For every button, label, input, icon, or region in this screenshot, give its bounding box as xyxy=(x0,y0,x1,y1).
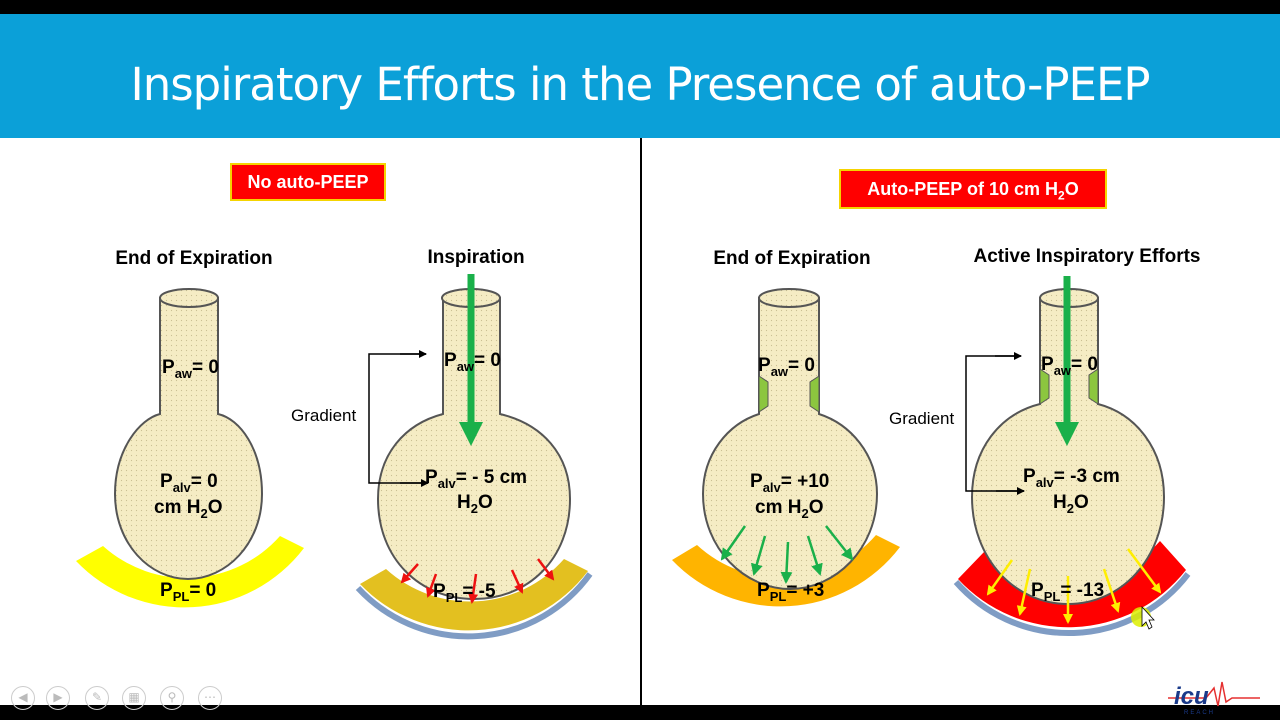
label-palv: Palv= - 5 cm xyxy=(425,467,527,491)
label-ppl: PPL= 0 xyxy=(160,580,216,604)
inflow-arrowhead xyxy=(1055,422,1079,446)
svg-text:REACH: REACH xyxy=(1184,710,1215,716)
pleural-arrows xyxy=(400,558,555,604)
gradient-bracket xyxy=(965,355,1024,492)
pen-icon[interactable]: ✎ xyxy=(85,686,109,710)
label-ppl: PPL= -13 xyxy=(1031,580,1104,604)
label-ppl: PPL= +3 xyxy=(757,580,824,604)
badge-auto-peep-10: Auto-PEEP of 10 cm H2O xyxy=(839,169,1107,209)
label-palv: Palv= -3 cm xyxy=(1023,466,1120,490)
inflow-arrowhead xyxy=(459,422,483,446)
airway-opening xyxy=(159,288,219,308)
diagram-svg: End of Expiration Paw= 0 Palv= 0 cm H2O … xyxy=(76,138,1201,705)
label-palv-unit: cm H2O xyxy=(154,497,222,521)
svg-text:icu: icu xyxy=(1174,683,1209,710)
zoom-icon[interactable]: ⚲ xyxy=(160,686,184,710)
label-palv-unit: H2O xyxy=(1053,492,1089,516)
airway-narrowing-right xyxy=(809,375,820,413)
label-palv-unit: H2O xyxy=(457,492,493,516)
lung-no-peep-expiration xyxy=(76,288,304,608)
badge-no-auto-peep: No auto-PEEP xyxy=(230,163,386,201)
heading-end-expiration-right: End of Expiration xyxy=(713,248,870,269)
chest-wall xyxy=(953,572,1191,637)
slide-title: Inspiratory Efforts in the Presence of a… xyxy=(130,58,1150,111)
alveolus xyxy=(113,297,264,581)
airway-narrowing-left xyxy=(1039,368,1050,405)
airway-opening xyxy=(758,288,820,308)
icu-reach-logo: icu REACH xyxy=(1168,681,1260,716)
pleura-band xyxy=(76,536,304,608)
slide: Inspiratory Efforts in the Presence of a… xyxy=(0,14,1280,716)
airway-narrowing-left xyxy=(758,375,769,413)
label-paw: Paw= 0 xyxy=(444,350,501,374)
alveolus xyxy=(701,297,879,591)
lung-peep-expiration xyxy=(672,288,900,607)
next-icon[interactable]: ▶ xyxy=(46,686,70,710)
label-ppl: PPL= -5 xyxy=(433,581,496,605)
chest-wall xyxy=(355,572,593,640)
lung-peep-active-inspiration xyxy=(953,276,1191,637)
label-palv: Palv= 0 xyxy=(160,471,218,495)
pleural-arrows xyxy=(986,548,1162,624)
prev-icon[interactable]: ◀ xyxy=(11,686,35,710)
label-paw: Paw= 0 xyxy=(1041,354,1098,378)
pleura-band xyxy=(672,535,900,607)
more-icon[interactable]: ⋯ xyxy=(198,686,222,710)
label-gradient-right: Gradient xyxy=(889,409,954,428)
heading-active-inspiratory-efforts: Active Inspiratory Efforts xyxy=(974,246,1201,267)
label-gradient-left: Gradient xyxy=(291,406,356,425)
label-paw: Paw= 0 xyxy=(162,357,219,381)
title-bar: Inspiratory Efforts in the Presence of a… xyxy=(0,14,1280,138)
label-palv-unit: cm H2O xyxy=(755,497,823,521)
lung-no-peep-inspiration xyxy=(355,274,593,640)
label-paw: Paw= 0 xyxy=(758,355,815,379)
label-palv: Palv= +10 xyxy=(750,471,829,495)
heading-end-expiration-left: End of Expiration xyxy=(115,248,272,269)
mouse-cursor xyxy=(1131,605,1155,630)
pleura-band xyxy=(360,559,588,631)
slides-icon[interactable]: ▦ xyxy=(122,686,146,710)
airway-narrowing-right xyxy=(1088,368,1099,405)
heading-inspiration: Inspiration xyxy=(427,247,524,268)
outflow-arrows xyxy=(720,525,854,584)
gradient-bracket xyxy=(368,353,428,484)
